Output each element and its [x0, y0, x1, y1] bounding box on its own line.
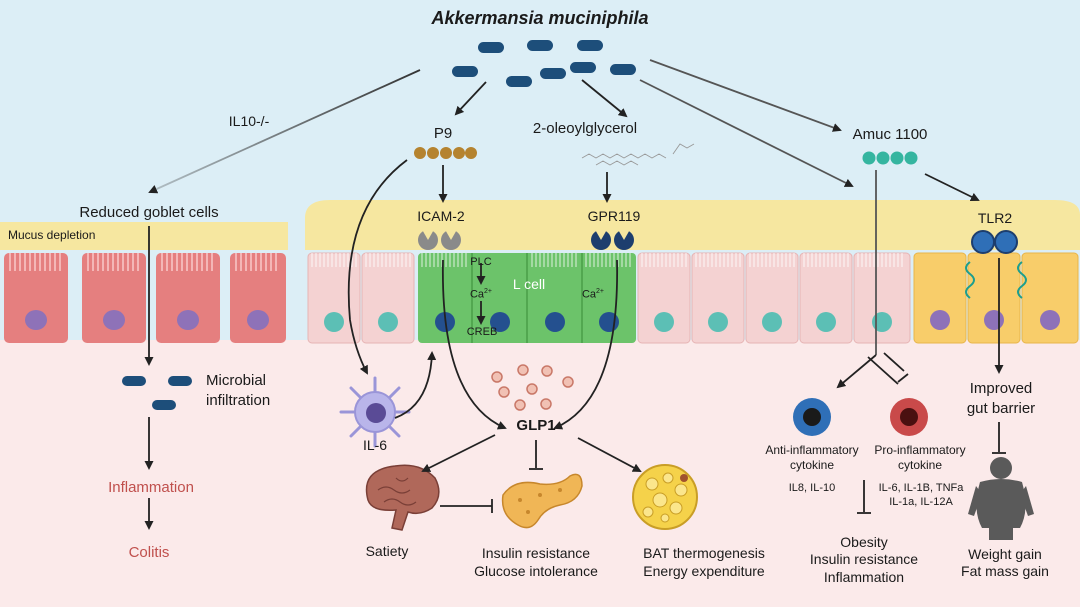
insulin-resistance-2-label: Insulin resistance: [809, 551, 919, 567]
epithelial-cells: [307, 252, 911, 344]
reduced-goblet-label: Reduced goblet cells: [79, 204, 219, 221]
plc-label: PLC: [470, 256, 492, 268]
person-illustration: [968, 457, 1034, 540]
oleoylglycerol-structure: [581, 143, 695, 166]
il6-label: IL-6: [362, 437, 388, 453]
mucus-depletion-label: Mucus depletion: [8, 228, 96, 242]
il6-immune-cell: [339, 376, 411, 448]
obesity-label: Obesity: [840, 534, 888, 550]
pro-inflammatory-cytokine-label: cytokine: [897, 458, 943, 472]
gpr119-label: GPR119: [587, 208, 641, 224]
pathway-arrows: [144, 59, 1004, 530]
tlr2-label: TLR2: [977, 210, 1013, 226]
energy-expenditure-label: Energy expenditure: [643, 563, 765, 579]
goblet-cells: [4, 253, 286, 343]
icam2-label: ICAM-2: [417, 208, 465, 224]
calcium-left-label: Ca2+: [469, 288, 493, 301]
il10-label: IL10-/-: [228, 113, 270, 129]
glucose-intolerance-label: Glucose intolerance: [474, 563, 598, 579]
tlr-cells: [913, 252, 1079, 344]
tlr2-receptor: [971, 230, 1018, 254]
inflammation-label: Inflammation: [108, 479, 194, 496]
anti-inflammatory-label: Anti-inflammatory: [765, 443, 859, 457]
weight-gain-label: Weight gain: [968, 546, 1042, 562]
infiltration-label: infiltration: [206, 392, 271, 409]
microbial-label: Microbial: [206, 372, 267, 389]
calcium-right-label: Ca2+: [581, 288, 605, 301]
p9-label: P9: [433, 125, 453, 142]
improved-label: Improved: [969, 380, 1033, 397]
mucus-layer-left: [0, 222, 288, 250]
anti-inflammatory-cytokine-label: cytokine: [789, 458, 835, 472]
mucus-layer-right: [305, 200, 1080, 250]
gpr119-receptor: [591, 226, 634, 250]
anti-cytokine-list: IL8, IL-10: [788, 482, 836, 494]
pancreas-illustration: [501, 473, 583, 529]
creb-label: CREB: [466, 326, 498, 338]
infiltrating-bacteria: [122, 376, 192, 410]
fat-mass-gain-label: Fat mass gain: [961, 563, 1049, 579]
l-cells: [418, 253, 636, 343]
pro-cytokine-list-2: IL-1a, IL-12A: [889, 496, 953, 508]
anti-inflammatory-cell: [793, 398, 831, 436]
title: Akkermansia muciniphila: [431, 8, 649, 28]
pro-inflammatory-label: Pro-inflammatory: [874, 443, 966, 457]
inhibition-lines: [440, 352, 1006, 514]
inflammation-2-label: Inflammation: [823, 569, 905, 585]
colitis-label: Colitis: [128, 544, 170, 561]
bat-illustration: [632, 464, 698, 530]
bat-thermogenesis-label: BAT thermogenesis: [643, 545, 765, 561]
l-cell-label: L cell: [512, 276, 546, 292]
brain-illustration: [365, 464, 440, 531]
bacteria-cluster: [452, 40, 636, 87]
pro-cytokine-list-1: IL-6, IL-1B, TNFa: [878, 482, 964, 494]
p9-peptide: [414, 147, 477, 159]
oleoylglycerol-label: 2-oleoylglycerol: [532, 120, 638, 137]
icam2-receptor: [418, 226, 461, 250]
pro-inflammatory-cell: [890, 398, 928, 436]
satiety-label: Satiety: [365, 543, 409, 559]
amuc1100-protein: [862, 151, 918, 165]
glp1-granules: [491, 364, 574, 411]
amuc1100-label: Amuc 1100: [852, 126, 928, 143]
insulin-resistance-label: Insulin resistance: [481, 545, 591, 561]
glp1-label: GLP1: [516, 417, 556, 434]
gut-barrier-label: gut barrier: [966, 400, 1036, 417]
